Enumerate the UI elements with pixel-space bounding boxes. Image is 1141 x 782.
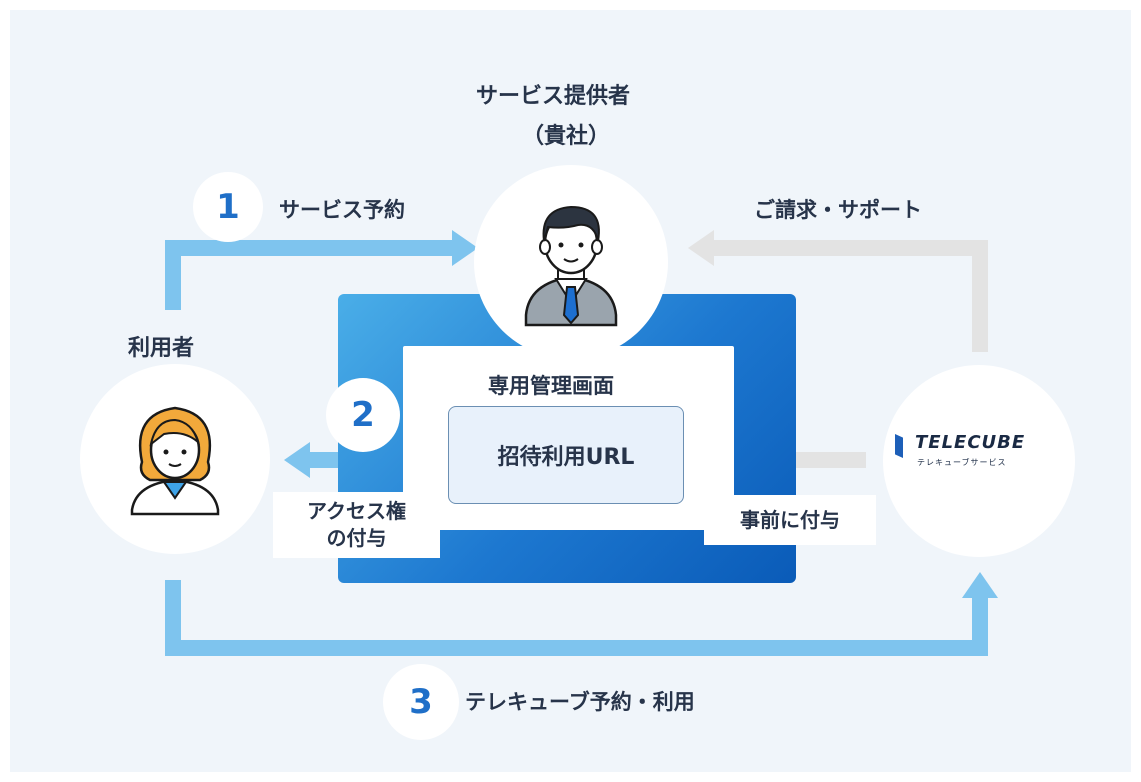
user-avatar-circle: [80, 364, 270, 554]
panel-title: 専用管理画面: [488, 374, 614, 398]
invite-url-box: 招待利用URL: [448, 406, 684, 504]
businessman-icon: [524, 205, 618, 327]
step-3-label: テレキューブ予約・利用: [465, 690, 695, 714]
businesswoman-icon: [130, 406, 220, 516]
step-1-badge: 1: [193, 172, 263, 242]
arrow-service-booking: [165, 230, 478, 310]
access-grant-line1: アクセス権: [307, 499, 406, 523]
telecube-logo-subtext: テレキューブサービス: [917, 458, 1007, 467]
provider-subtitle: （貴社）: [522, 124, 611, 149]
step-3-badge: 3: [383, 664, 459, 740]
telecube-logo-mark: [895, 434, 903, 458]
access-grant-line2: の付与: [326, 526, 387, 550]
arrow-billing-support: [688, 230, 988, 352]
billing-support-label: ご請求・サポート: [754, 198, 922, 222]
prior-grant-tag: 事前に付与: [704, 495, 876, 545]
access-grant-tag: アクセス権 の付与: [273, 492, 440, 558]
provider-avatar-circle: [474, 165, 668, 359]
provider-title: サービス提供者: [476, 84, 631, 109]
step-2-badge: 2: [326, 378, 400, 452]
telecube-logo-text: TELECUBE: [915, 432, 1026, 453]
arrow-telecube-usage: [165, 572, 998, 656]
telecube-circle: [883, 365, 1075, 557]
user-title: 利用者: [128, 336, 195, 361]
step-1-label: サービス予約: [279, 198, 405, 222]
